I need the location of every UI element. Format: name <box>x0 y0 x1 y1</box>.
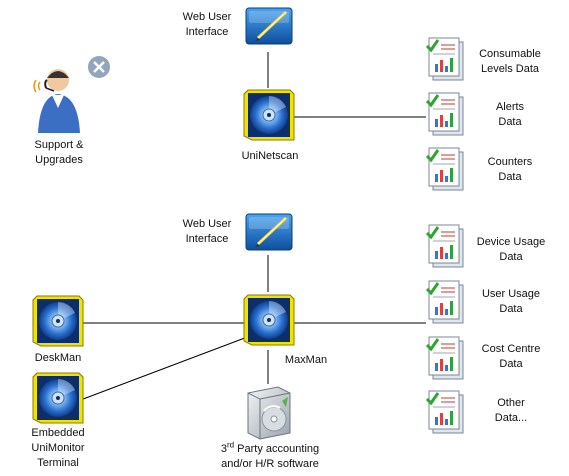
support-upgrades-label: Support & Upgrades <box>34 139 84 166</box>
embedded-unimonitor-label: Embedded UniMonitor Terminal <box>31 427 85 469</box>
data-report-icon <box>425 389 465 435</box>
data-report-icon <box>425 36 465 82</box>
data-report-icon <box>425 279 465 325</box>
data-label-cost-centre: Cost Centre Data <box>481 343 541 370</box>
data-report-icon <box>425 146 465 192</box>
web-interface-icon <box>244 6 294 46</box>
data-label-device-usage: Device Usage Data <box>476 236 546 263</box>
data-label-user-usage: User Usage Data <box>481 288 541 315</box>
data-report-icon <box>425 91 465 137</box>
cd-disc-icon <box>32 372 84 424</box>
data-label-alerts: Alerts Data <box>495 101 525 128</box>
data-label-consumable: Consumable Levels Data <box>479 48 541 75</box>
deskman-label: DeskMan <box>34 352 82 364</box>
maxman-label: MaxMan <box>284 354 328 366</box>
connector-embedded-maxman <box>69 335 251 405</box>
third-party-label: 3rd Party accounting and/or H/R software <box>220 440 320 470</box>
support-agent-icon <box>33 56 110 133</box>
data-report-icon <box>425 335 465 381</box>
data-report-icon <box>425 223 465 269</box>
connectors <box>69 52 426 405</box>
web-ui-label-top: Web User Interface <box>182 11 232 38</box>
cd-disc-icon <box>243 294 295 346</box>
web-interface-icon <box>244 212 294 252</box>
uninetscan-label: UniNetscan <box>241 150 299 162</box>
data-label-other: Other Data... <box>494 397 528 424</box>
cd-disc-icon <box>243 89 295 141</box>
web-ui-label-bottom: Web User Interface <box>182 218 232 245</box>
data-label-counters: Counters Data <box>487 156 533 183</box>
software-box-icon <box>247 386 291 440</box>
cd-disc-icon <box>32 295 84 347</box>
